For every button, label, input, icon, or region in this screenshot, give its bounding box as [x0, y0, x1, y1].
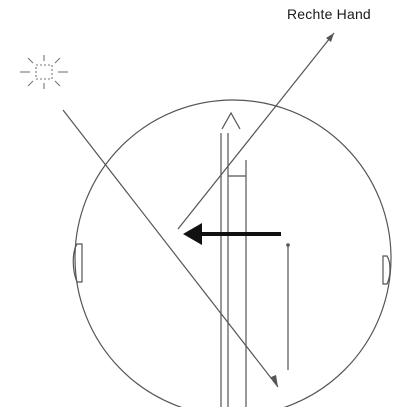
sun-icon [20, 55, 68, 89]
nose [222, 113, 240, 129]
hand-ray [178, 33, 334, 229]
right-ear [383, 256, 390, 284]
light-ray-arrowhead [271, 375, 278, 387]
right-hand-label: Rechte Hand [287, 6, 371, 22]
head-outline [75, 100, 391, 407]
arrow-left-icon [183, 223, 281, 245]
marker-dot [286, 243, 290, 247]
